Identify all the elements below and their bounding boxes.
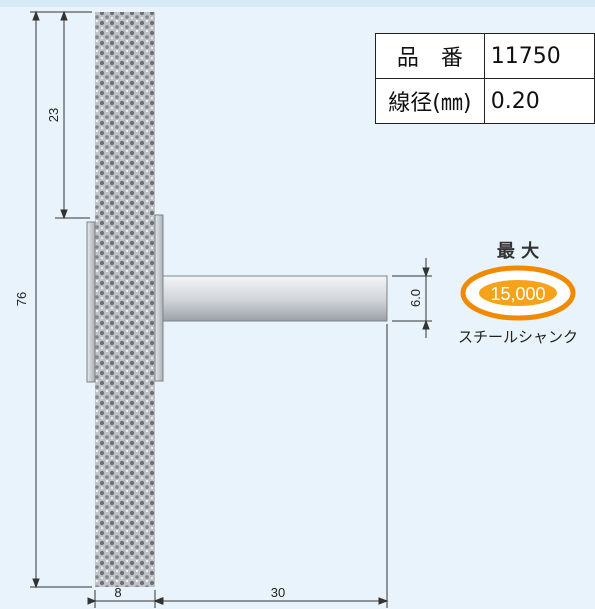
badge-inner	[477, 278, 559, 308]
badge-label: 最 大	[497, 240, 539, 262]
dimension-8	[87, 590, 163, 608]
spec-value-part-number: 11750	[483, 33, 595, 79]
dimension-8-label: 8	[114, 585, 121, 600]
dimension-23	[55, 10, 90, 220]
badge-sub: スチールシャンク	[458, 328, 578, 346]
badge-value: 15,000	[490, 284, 545, 304]
dimension-6	[392, 258, 432, 338]
dimension-76	[30, 10, 92, 589]
dimension-76-label: 76	[14, 292, 29, 306]
spec-value-wire-diameter: 0.20	[483, 78, 595, 124]
dimension-30	[153, 324, 389, 608]
spec-key-part-number: 品 番	[375, 33, 485, 79]
spec-row-wire-diameter: 線径(㎜) 0.20	[375, 78, 595, 124]
dimension-23-label: 23	[46, 108, 61, 122]
spec-row-part-number: 品 番 11750	[375, 33, 595, 79]
top-strip	[0, 0, 595, 7]
dimension-6-label: 6.0	[408, 289, 423, 307]
spec-table: 品 番 11750 線径(㎜) 0.20	[375, 33, 595, 124]
brush-body	[95, 12, 155, 587]
spec-key-wire-diameter: 線径(㎜)	[375, 78, 485, 124]
dimension-30-label: 30	[271, 585, 285, 600]
shank	[162, 275, 388, 322]
flange-right	[154, 214, 164, 382]
flange-left	[86, 221, 96, 383]
